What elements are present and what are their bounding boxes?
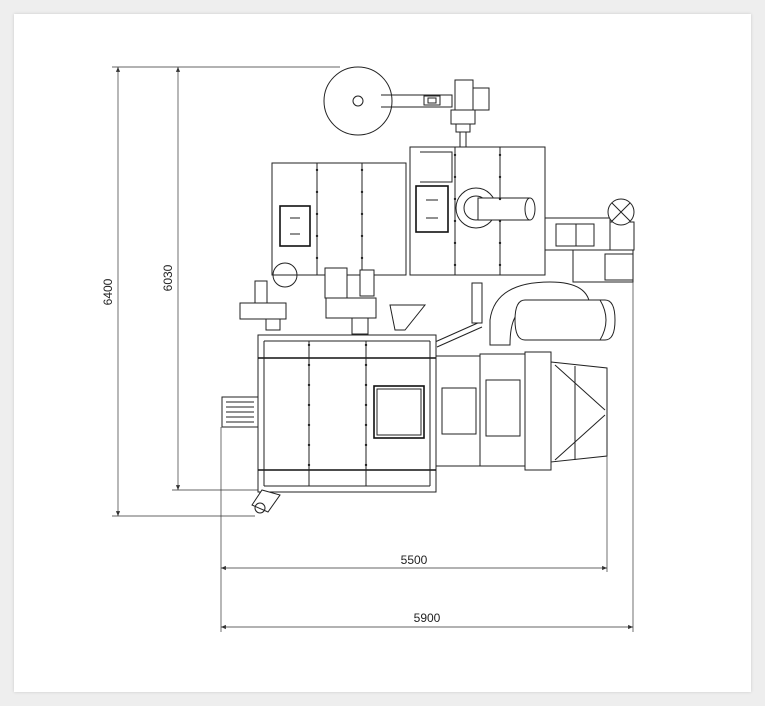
bolt-dot: [307, 423, 311, 427]
dimension-horizontal-5500: 5500: [220, 427, 608, 632]
bolt-dot: [364, 343, 368, 347]
bolt-dot: [498, 175, 502, 179]
bolt-dot: [360, 256, 364, 260]
bolt-dot: [453, 197, 457, 201]
bolt-dot: [307, 383, 311, 387]
bolt-dot: [307, 343, 311, 347]
bolt-dot: [307, 363, 311, 367]
bolt-dot: [498, 197, 502, 201]
bolt-dot: [453, 175, 457, 179]
bolt-dot: [453, 263, 457, 267]
fan-assembly: [544, 198, 635, 283]
duct-pipes: [434, 281, 616, 348]
bolt-dot: [453, 153, 457, 157]
extension-modules: [435, 351, 608, 471]
bolt-dot: [315, 256, 319, 260]
machine-layout-drawing: 6400 6030 5500 5900: [101, 66, 635, 632]
bolt-dot: [364, 443, 368, 447]
dim-label-6030: 6030: [161, 264, 175, 291]
dimension-horizontal-5900: 5900: [221, 282, 634, 632]
dimension-vertical-6030: 6030: [161, 67, 258, 491]
right-cabinet: [409, 146, 546, 276]
bolt-dot: [364, 403, 368, 407]
bolt-dot: [360, 212, 364, 216]
bolt-dot: [453, 241, 457, 245]
dim-label-5500: 5500: [401, 553, 428, 567]
bolt-dot: [315, 234, 319, 238]
reel-drum: [323, 66, 453, 136]
bolt-dot: [453, 219, 457, 223]
dim-label-5900: 5900: [414, 611, 441, 625]
bolt-dot: [315, 168, 319, 172]
bolt-dot: [307, 463, 311, 467]
main-tank: [221, 334, 437, 514]
drawing-sheet: 6400 6030 5500 5900: [14, 14, 751, 692]
bolt-dot: [360, 190, 364, 194]
bolt-dot: [498, 153, 502, 157]
bolt-dot: [360, 168, 364, 172]
dimension-vertical-6400: 6400: [101, 66, 340, 517]
bolt-dot: [498, 219, 502, 223]
bolt-dot: [364, 363, 368, 367]
center-motors: [324, 267, 427, 335]
bolt-dot: [315, 190, 319, 194]
bolt-dot: [364, 463, 368, 467]
bolt-dot: [364, 383, 368, 387]
bolt-dot: [364, 423, 368, 427]
left-cabinet: [271, 162, 407, 288]
bolt-dot: [498, 241, 502, 245]
bolt-dot: [315, 212, 319, 216]
dim-label-6400: 6400: [101, 278, 115, 305]
bolt-dot: [498, 263, 502, 267]
bolt-dot: [307, 403, 311, 407]
left-motor: [239, 280, 287, 331]
bolt-dot: [360, 234, 364, 238]
bolt-dot: [307, 443, 311, 447]
